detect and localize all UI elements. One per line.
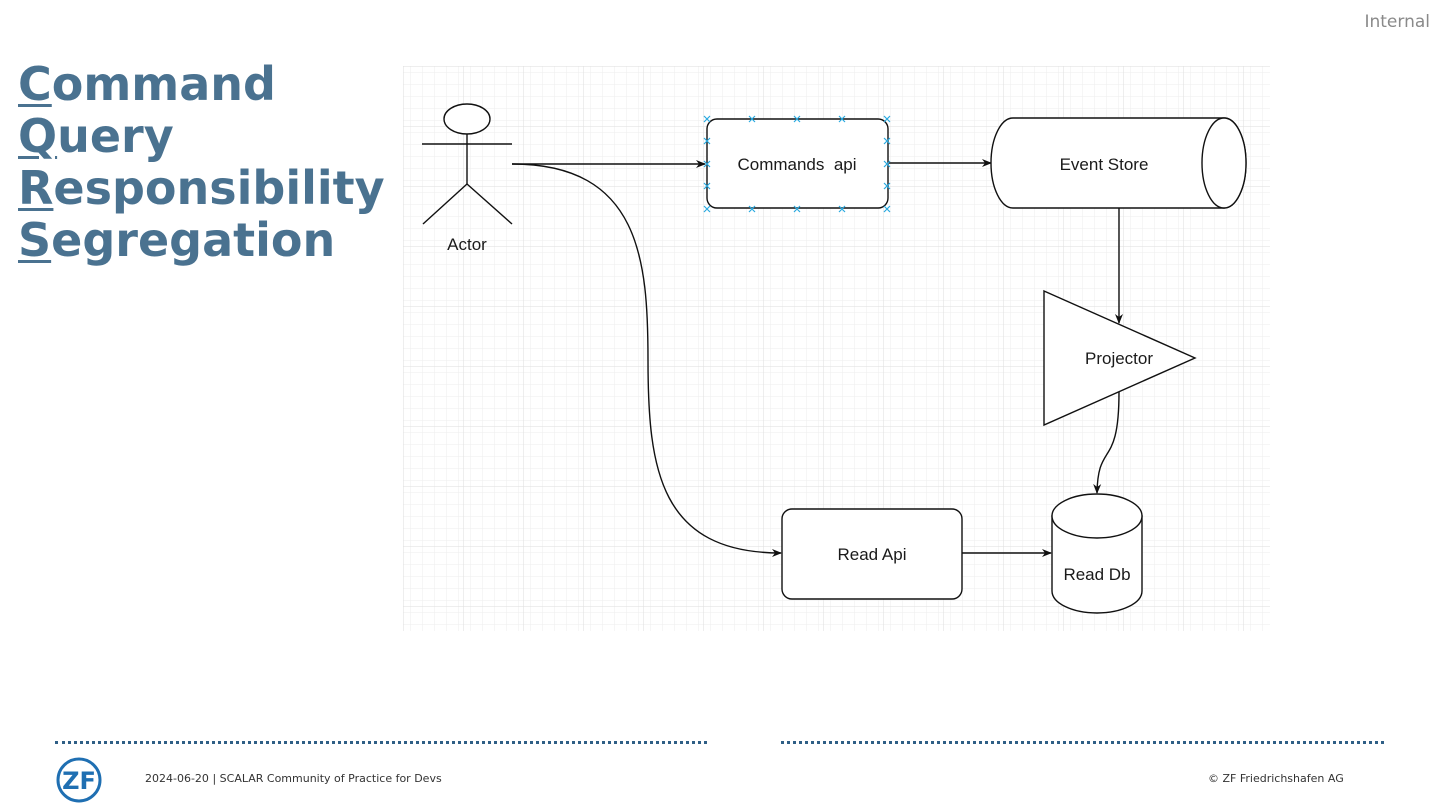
footer-meta: 2024-06-20 | SCALAR Community of Practic… bbox=[145, 772, 442, 785]
actor-figure bbox=[422, 103, 513, 225]
edge-projector-to-read-db bbox=[1093, 391, 1120, 494]
classification-label: Internal bbox=[1364, 12, 1430, 32]
cqrs-diagram: Actor Commands api Event Store Pr bbox=[403, 66, 1270, 631]
read-db-node[interactable] bbox=[1051, 493, 1143, 614]
title-rest: esponsibility bbox=[53, 161, 385, 215]
footer-copyright: © ZF Friedrichshafen AG bbox=[1208, 772, 1344, 785]
title-initial: S bbox=[18, 213, 52, 267]
title-rest: ommand bbox=[51, 57, 276, 111]
title-line-responsibility: Responsibility bbox=[18, 162, 385, 214]
zf-logo-icon: ZF bbox=[56, 757, 102, 803]
zf-logo-text: ZF bbox=[62, 767, 96, 795]
event-store-label: Event Store bbox=[1060, 155, 1149, 174]
commands-api-label: Commands api bbox=[737, 155, 856, 174]
event-store-node[interactable] bbox=[990, 117, 1247, 209]
diagram-edges bbox=[511, 159, 1123, 557]
title-initial: R bbox=[18, 161, 54, 215]
read-api-node[interactable] bbox=[781, 508, 963, 600]
title-line-query: Query bbox=[18, 110, 385, 162]
page-title: Command Query Responsibility Segregation bbox=[18, 58, 385, 266]
footer-divider-left bbox=[55, 741, 707, 744]
title-initial: C bbox=[18, 57, 52, 111]
actor-label: Actor bbox=[447, 235, 487, 254]
edge-actor-to-read-api bbox=[511, 163, 782, 557]
projector-node[interactable] bbox=[1043, 289, 1197, 427]
title-rest: uery bbox=[57, 109, 174, 163]
projector-label: Projector bbox=[1085, 349, 1153, 368]
footer-event: SCALAR Community of Practice for Devs bbox=[219, 772, 442, 785]
title-line-segregation: Segregation bbox=[18, 214, 385, 266]
footer-divider-right bbox=[781, 741, 1384, 744]
title-initial: Q bbox=[18, 109, 58, 163]
title-line-command: Command bbox=[18, 58, 385, 110]
selection-handles[interactable] bbox=[703, 115, 891, 213]
title-rest: egregation bbox=[51, 213, 336, 267]
footer-date: 2024-06-20 bbox=[145, 772, 209, 785]
read-api-label: Read Api bbox=[838, 545, 907, 564]
footer-separator: | bbox=[212, 772, 217, 785]
read-db-label: Read Db bbox=[1063, 565, 1130, 584]
